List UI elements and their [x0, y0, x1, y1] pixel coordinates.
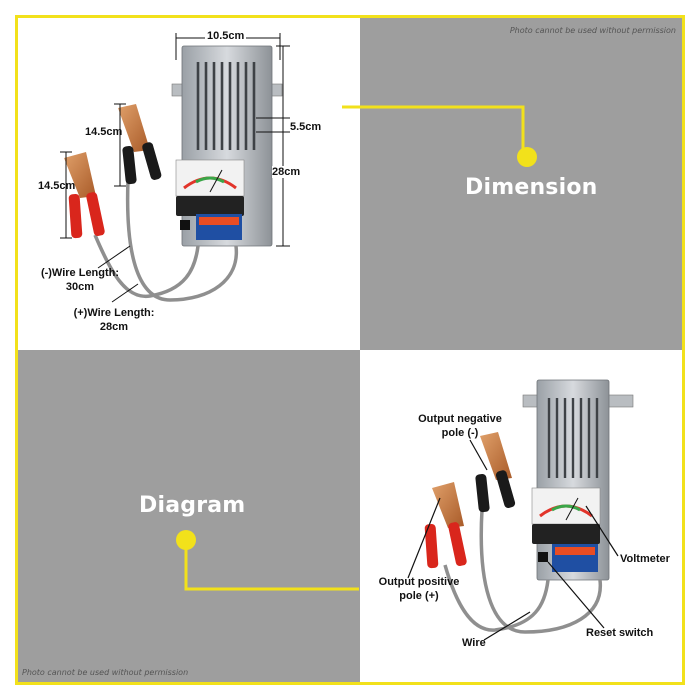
yellow-frame: [15, 15, 685, 685]
reset-switch-label: Reset switch: [586, 627, 654, 639]
lower-clamp-label: 14.5cm: [38, 180, 76, 192]
output-negative-label: Output negative pole (-): [412, 412, 508, 440]
upper-clamp-label: 14.5cm: [85, 126, 123, 138]
tester-device-top: [171, 45, 283, 247]
positive-clamp-bottom: [424, 482, 467, 569]
negative-wire-length: (-)Wire Length: 30cm: [34, 266, 126, 294]
diagram-title: Diagram: [139, 493, 246, 518]
output-positive-line1: Output positive: [378, 576, 460, 588]
output-negative-line1: Output negative: [418, 413, 502, 425]
positive-wire-title: (+)Wire Length:: [73, 307, 155, 319]
cables-top: [93, 179, 239, 302]
watermark-top: Photo cannot be used without permission: [509, 26, 676, 35]
width-label: 10.5cm: [205, 30, 247, 42]
output-negative-line2: pole (-): [441, 427, 479, 439]
negative-clamp-top: [118, 104, 162, 185]
positive-clamp-top: [64, 152, 105, 239]
output-positive-label: Output positive pole (+): [372, 575, 466, 603]
wire-label: Wire: [462, 637, 486, 649]
diagram-connector: [176, 530, 359, 591]
callout-lines: [407, 439, 619, 641]
height-label: 28cm: [272, 166, 301, 178]
output-positive-line2: pole (+): [399, 590, 439, 602]
dimension-connector: [342, 105, 537, 167]
tester-device-bottom: [522, 379, 634, 581]
negative-clamp-bottom: [475, 432, 516, 513]
voltmeter-label: Voltmeter: [620, 553, 670, 565]
negative-wire-title: (-)Wire Length:: [40, 267, 120, 279]
dimension-label-panel: [360, 18, 682, 350]
positive-wire-length: (+)Wire Length: 28cm: [68, 306, 160, 334]
dimension-title: Dimension: [465, 175, 598, 200]
negative-wire-value: 30cm: [65, 281, 95, 293]
depth-label: 5.5cm: [290, 121, 322, 133]
positive-wire-value: 28cm: [99, 321, 129, 333]
diagram-label-panel: [18, 350, 360, 682]
cables-bottom: [443, 509, 602, 634]
vent-slots: [196, 62, 256, 150]
watermark-bottom: Photo cannot be used without permission: [22, 668, 189, 677]
dimension-lines: [60, 33, 290, 303]
